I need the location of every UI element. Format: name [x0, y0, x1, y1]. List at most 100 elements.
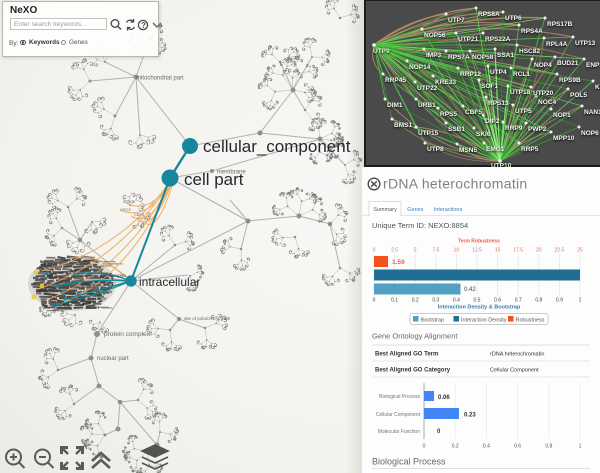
svg-text:UTP18: UTP18 — [510, 89, 531, 96]
svg-text:Term Robustness: Term Robustness — [458, 239, 500, 245]
svg-text:0.6: 0.6 — [514, 444, 521, 450]
svg-text:Biological Process: Biological Process — [372, 457, 446, 467]
svg-text:0: 0 — [373, 248, 376, 254]
svg-text:PWP2: PWP2 — [528, 126, 547, 133]
svg-text:Interaction Density: Interaction Density — [461, 318, 507, 324]
svg-text:22.5: 22.5 — [555, 248, 565, 254]
svg-text:NOP4: NOP4 — [534, 62, 552, 69]
svg-text:Interaction Density & Bootstra: Interaction Density & Bootstrap — [438, 305, 521, 311]
svg-text:RPS1A: RPS1A — [44, 264, 58, 269]
svg-text:UTP13: UTP13 — [575, 40, 596, 47]
svg-text:1: 1 — [579, 298, 582, 304]
svg-text:POL5: POL5 — [570, 92, 587, 99]
svg-text:0.8: 0.8 — [535, 298, 542, 304]
svg-text:RRP9: RRP9 — [505, 125, 523, 132]
svg-text:7.5: 7.5 — [432, 248, 439, 254]
svg-text:0.5: 0.5 — [474, 298, 481, 304]
svg-text:URB1: URB1 — [418, 102, 436, 109]
svg-text:intracellular: intracellular — [139, 275, 200, 289]
svg-text:Summary: Summary — [373, 207, 397, 213]
svg-text:Interactions: Interactions — [434, 207, 463, 213]
svg-text:UTP21: UTP21 — [458, 36, 479, 43]
svg-text:Molecular Function: Molecular Function — [378, 429, 420, 435]
svg-text:RRP45: RRP45 — [385, 77, 406, 84]
svg-text:SSA1: SSA1 — [497, 52, 514, 59]
svg-text:Cellular Component: Cellular Component — [376, 412, 421, 418]
svg-text:2.5: 2.5 — [391, 248, 398, 254]
svg-text:RRP12: RRP12 — [460, 71, 481, 78]
svg-text:0: 0 — [373, 298, 376, 304]
svg-text:10: 10 — [454, 248, 460, 254]
svg-text:chromos protein complex: chromos protein complex — [76, 273, 127, 278]
svg-text:nuclear part: nuclear part — [97, 356, 129, 362]
svg-text:Best Aligned GO Category: Best Aligned GO Category — [375, 368, 451, 374]
svg-text:UTP10: UTP10 — [491, 163, 512, 169]
svg-text:RPS4A: RPS4A — [521, 28, 543, 35]
svg-text:RPS13: RPS13 — [488, 100, 509, 107]
svg-text:NOP6: NOP6 — [581, 130, 599, 137]
svg-text:mitochondrial part: mitochondrial part — [136, 76, 184, 82]
svg-text:RPS22A: RPS22A — [485, 36, 511, 43]
svg-text:UTP6: UTP6 — [505, 15, 522, 22]
svg-text:rDNA heterochromatin: rDNA heterochromatin — [383, 176, 528, 192]
svg-text:MPP10: MPP10 — [553, 135, 575, 142]
svg-text:RPS8A: RPS8A — [478, 11, 500, 18]
svg-text:site of polarized growth: site of polarized growth — [184, 316, 231, 321]
svg-text:0: 0 — [437, 429, 441, 435]
svg-text:DIM1: DIM1 — [387, 102, 403, 109]
svg-text:protein complex: protein complex — [104, 331, 151, 338]
svg-text:RPS17B: RPS17B — [547, 21, 573, 28]
svg-text:Cellular Component: Cellular Component — [490, 368, 539, 374]
svg-text:UTP8: UTP8 — [427, 146, 444, 153]
svg-text:UTP5: UTP5 — [515, 108, 532, 115]
svg-text:0.2: 0.2 — [452, 444, 459, 450]
svg-text:BMS1: BMS1 — [394, 122, 412, 129]
svg-text:0.7: 0.7 — [515, 298, 522, 304]
svg-text:KR: KR — [595, 84, 600, 91]
svg-text:1.59: 1.59 — [392, 259, 405, 266]
svg-text:UTP9: UTP9 — [373, 48, 390, 55]
svg-text:RRP5: RRP5 — [521, 146, 539, 153]
svg-text:MSN5: MSN5 — [459, 147, 477, 154]
svg-text:1: 1 — [579, 444, 582, 450]
svg-text:20: 20 — [536, 248, 542, 254]
svg-text:DIP2: DIP2 — [485, 118, 500, 125]
svg-text:UTP22: UTP22 — [417, 85, 438, 92]
svg-text:Bootstrap: Bootstrap — [421, 318, 445, 324]
svg-text:KRE33: KRE33 — [435, 79, 456, 86]
svg-text:0.42: 0.42 — [464, 287, 476, 293]
svg-text:NOP58: NOP58 — [472, 54, 494, 61]
svg-text:Biological Process: Biological Process — [379, 394, 420, 400]
svg-text:CRC2: CRC2 — [120, 207, 132, 212]
svg-text:ribosomal precursor: ribosomal precursor — [67, 296, 107, 301]
svg-text:RCL1: RCL1 — [513, 71, 530, 78]
svg-text:0: 0 — [423, 444, 426, 450]
svg-text:0.4: 0.4 — [483, 444, 490, 450]
svg-text:NOC4: NOC4 — [538, 99, 556, 106]
svg-text:0.06: 0.06 — [438, 395, 450, 401]
svg-text:RPL4A: RPL4A — [546, 41, 568, 48]
svg-text:ENP1: ENP1 — [586, 62, 600, 69]
svg-text:RPS5: RPS5 — [440, 111, 457, 118]
svg-text:NAN1: NAN1 — [584, 109, 600, 116]
svg-text:EMG1: EMG1 — [486, 146, 505, 153]
svg-text:0.3: 0.3 — [432, 298, 439, 304]
svg-text:rib NOP4: rib NOP4 — [52, 304, 71, 309]
svg-text:BUD21: BUD21 — [557, 60, 579, 67]
svg-text:Genes: Genes — [407, 207, 423, 213]
svg-text:RPS7A: RPS7A — [448, 54, 470, 61]
svg-text:RPS9B: RPS9B — [559, 77, 581, 84]
svg-text:CBF5: CBF5 — [134, 212, 145, 217]
svg-text:SOF1: SOF1 — [481, 83, 498, 90]
svg-text:UTP7: UTP7 — [448, 17, 465, 24]
svg-text:0.4: 0.4 — [453, 298, 460, 304]
svg-text:HSC82: HSC82 — [519, 48, 540, 55]
svg-text:UTP20: UTP20 — [533, 90, 554, 97]
svg-text:rDNA heterochromatin: rDNA heterochromatin — [490, 352, 544, 358]
svg-text:cell part: cell part — [184, 170, 244, 189]
svg-text:Unique Term ID: NEXO:8854: Unique Term ID: NEXO:8854 — [372, 221, 468, 230]
svg-text:IMP3: IMP3 — [426, 52, 442, 59]
svg-text:cellular_component: cellular_component — [203, 137, 351, 156]
svg-text:0.9: 0.9 — [556, 298, 563, 304]
svg-text:NOP56: NOP56 — [424, 32, 446, 39]
